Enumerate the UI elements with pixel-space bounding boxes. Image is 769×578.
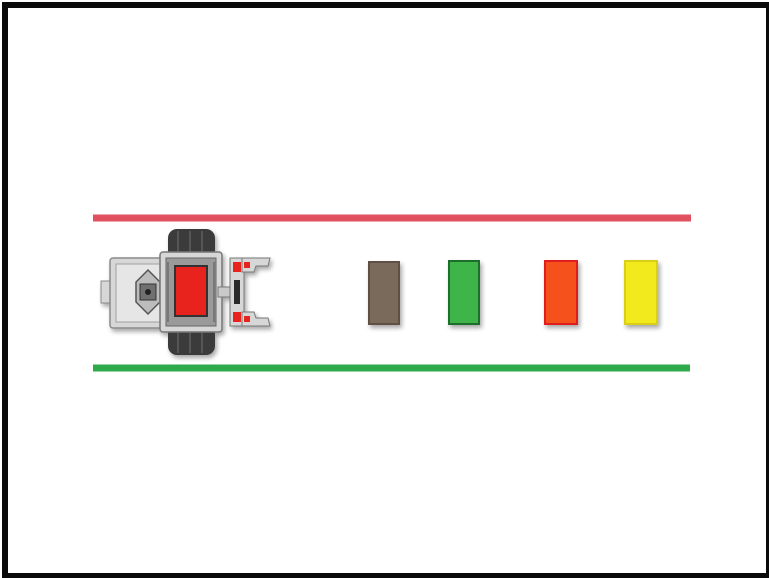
gripper-jaw-top bbox=[241, 257, 271, 273]
orange-block bbox=[544, 260, 578, 325]
ev3-robot-icon bbox=[100, 229, 271, 355]
brick-screen bbox=[174, 265, 208, 317]
gripper-jaw-bottom bbox=[241, 311, 271, 327]
green-block bbox=[448, 260, 480, 325]
brown-block bbox=[368, 261, 400, 325]
yellow-block bbox=[624, 260, 658, 325]
